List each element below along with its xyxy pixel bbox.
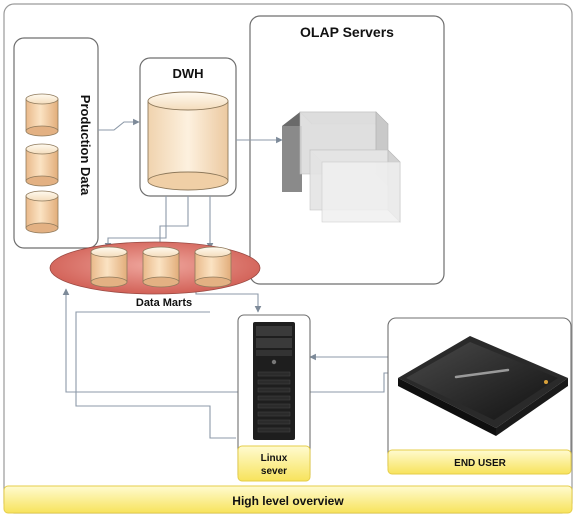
arrow-dwh-to-mart-1 (104, 196, 167, 250)
production-db-cylinder-3 (25, 190, 59, 234)
tablet-pc-icon (398, 336, 568, 436)
arrow-dwh-to-mart-2 (156, 196, 189, 250)
arrow-production-to-dwh (98, 118, 140, 131)
data-mart-cylinder-3 (194, 246, 232, 288)
linux-server-panel: Linux sever (237, 314, 311, 482)
olap-cube-stack-icon (282, 111, 401, 223)
dwh-panel: DWH (139, 57, 237, 197)
data-marts-label: Data Marts (136, 297, 192, 309)
linux-label-line2: sever (261, 466, 287, 477)
production-db-cylinder-1 (25, 93, 59, 137)
dwh-database-cylinder (147, 91, 229, 191)
linux-label-band (237, 445, 311, 482)
production-data-title: Production Data (78, 95, 93, 196)
production-data-panel: Production Data (13, 37, 99, 249)
data-mart-cylinder-1 (90, 246, 128, 288)
production-db-cylinder-2 (25, 143, 59, 187)
end-user-panel: END USER (387, 317, 572, 475)
olap-servers-title: OLAP Servers (300, 24, 394, 40)
olap-servers-panel: OLAP Servers (249, 15, 445, 285)
linux-label-line1: Linux (261, 453, 288, 464)
footer-label: High level overview (232, 494, 344, 508)
data-marts-group: Data Marts (49, 241, 261, 309)
server-tower-icon (253, 322, 295, 440)
data-mart-cylinder-2 (142, 246, 180, 288)
arrow-enduser-to-marts (62, 288, 388, 393)
end-user-label: END USER (454, 458, 506, 469)
end-user-label-band (387, 449, 572, 475)
line-linux-loop (75, 311, 236, 439)
dwh-title: DWH (172, 66, 203, 81)
footer-band: High level overview (3, 485, 573, 514)
